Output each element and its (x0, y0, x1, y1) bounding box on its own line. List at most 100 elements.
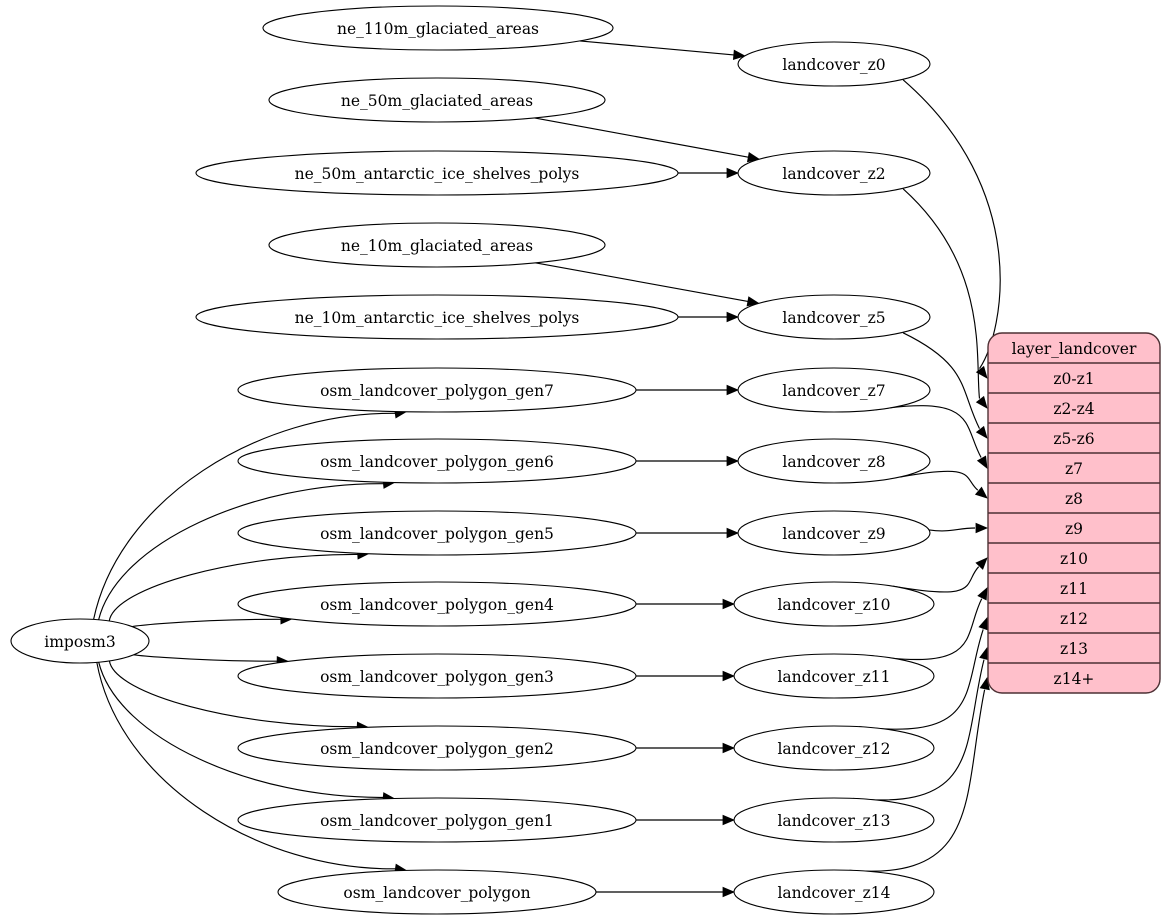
node-shape (733, 653, 935, 699)
graph-node-osm-landcover-polygon-gen4[interactable]: osm_landcover_polygon_gen4 (237, 581, 637, 627)
graph-node-landcover-z7[interactable]: landcover_z7 (737, 367, 931, 413)
edge-arrowhead (977, 587, 988, 601)
node-shape (237, 725, 637, 771)
node-shape (262, 5, 614, 51)
node-label: osm_landcover_polygon_gen7 (320, 382, 554, 400)
graph-node-ne-10m-glaciated-areas[interactable]: ne_10m_glaciated_areas (268, 222, 606, 268)
node-shape (237, 581, 637, 627)
node-shape (733, 581, 935, 627)
graph-node-osm-landcover-polygon-gen7[interactable]: osm_landcover_polygon_gen7 (237, 367, 637, 413)
node-label: landcover_z14 (777, 884, 890, 902)
layer-table-row-label: z14+ (1054, 670, 1095, 688)
edge-arrowhead (975, 365, 988, 379)
node-shape (737, 510, 931, 556)
edge-landcover_z7-to-table-row-3 (873, 405, 982, 458)
node-label: landcover_z7 (782, 382, 885, 400)
graph-node-landcover-z10[interactable]: landcover_z10 (733, 581, 935, 627)
graph-node-landcover-z0[interactable]: landcover_z0 (737, 41, 931, 87)
node-shape (277, 869, 597, 915)
graph-node-ne-50m-antarctic-ice-shelves-polys[interactable]: ne_50m_antarctic_ice_shelves_polys (195, 150, 679, 196)
layer-table-row-label: z0-z1 (1053, 370, 1094, 388)
edge-imposm3-to-osm_landcover_polygon_gen1 (98, 662, 384, 798)
nodes-layer: imposm3 ne_110m_glaciated_areas ne_50m_gla… (10, 5, 935, 915)
graph-node-landcover-z5[interactable]: landcover_z5 (737, 294, 931, 340)
graph-node-osm-landcover-polygon-gen3[interactable]: osm_landcover_polygon_gen3 (237, 653, 637, 699)
graph-node-landcover-z2[interactable]: landcover_z2 (737, 150, 931, 196)
graph-node-osm-landcover-polygon-gen5[interactable]: osm_landcover_polygon_gen5 (237, 510, 637, 556)
graph-node-landcover-z14[interactable]: landcover_z14 (733, 869, 935, 915)
graph-node-osm-landcover-polygon[interactable]: osm_landcover_polygon (277, 869, 597, 915)
graph-node-osm-landcover-polygon-gen6[interactable]: osm_landcover_polygon_gen6 (237, 438, 637, 484)
layer-table-row-label: z13 (1060, 640, 1088, 658)
node-shape (268, 222, 606, 268)
edge-landcover_z11-to-table-row-7 (869, 598, 983, 660)
node-shape (737, 438, 931, 484)
edge-landcover_z8-to-table-row-4 (899, 470, 979, 491)
graph-node-ne-50m-glaciated-areas[interactable]: ne_50m_glaciated_areas (268, 77, 606, 123)
edge-ne_110m_glaciated_areas-to-landcover_z0 (579, 40, 734, 56)
edge-landcover_z2-to-table-row-1 (902, 188, 981, 399)
node-label: osm_landcover_polygon_gen2 (320, 740, 554, 758)
graph-node-imposm3[interactable]: imposm3 (10, 618, 150, 664)
graph-node-ne-110m-glaciated-areas[interactable]: ne_110m_glaciated_areas (262, 5, 614, 51)
graph-node-ne-10m-antarctic-ice-shelves-polys[interactable]: ne_10m_antarctic_ice_shelves_polys (195, 294, 679, 340)
node-label: osm_landcover_polygon_gen5 (320, 525, 554, 543)
node-label: landcover_z10 (777, 596, 890, 614)
node-label: imposm3 (44, 633, 115, 651)
node-label: landcover_z13 (777, 812, 890, 830)
edge-arrowhead (722, 814, 736, 826)
node-shape (237, 797, 637, 843)
edge-arrowhead (722, 742, 736, 754)
edge-imposm3-to-osm_landcover_polygon (96, 662, 396, 870)
graph-node-osm-landcover-polygon-gen2[interactable]: osm_landcover_polygon_gen2 (237, 725, 637, 771)
layer-table-row-label: z7 (1065, 460, 1083, 478)
node-label: osm_landcover_polygon_gen3 (320, 668, 554, 686)
edge-ne_50m_glaciated_areas-to-landcover_z2 (534, 117, 749, 158)
edge-imposm3-to-osm_landcover_polygon_gen4 (129, 618, 281, 629)
layer-table-row-label: z10 (1060, 550, 1088, 568)
node-shape (733, 869, 935, 915)
graph-node-landcover-z12[interactable]: landcover_z12 (733, 725, 935, 771)
node-label: landcover_z9 (782, 525, 885, 543)
edge-arrowhead (726, 311, 740, 323)
node-label: ne_50m_antarctic_ice_shelves_polys (295, 165, 580, 183)
edge-imposm3-to-osm_landcover_polygon_gen5 (108, 553, 358, 622)
node-shape (10, 618, 150, 664)
layer-table-header: layer_landcover (1012, 340, 1137, 358)
layer-table-row-label: z5-z6 (1053, 430, 1094, 448)
layer-table-row-label: z2-z4 (1053, 400, 1094, 418)
graph-node-osm-landcover-polygon-gen1[interactable]: osm_landcover_polygon_gen1 (237, 797, 637, 843)
graph-node-landcover-z11[interactable]: landcover_z11 (733, 653, 935, 699)
node-label: osm_landcover_polygon (343, 884, 530, 902)
node-shape (733, 797, 935, 843)
node-label: osm_landcover_polygon_gen1 (320, 812, 554, 830)
node-shape (737, 367, 931, 413)
edge-arrowhead (975, 557, 988, 570)
layer-table-row-label: z11 (1060, 580, 1088, 598)
edge-imposm3-to-osm_landcover_polygon_gen6 (98, 483, 384, 620)
edge-arrowhead (978, 617, 989, 631)
edge-arrowhead (726, 167, 740, 179)
node-shape (237, 510, 637, 556)
node-label: ne_110m_glaciated_areas (337, 20, 539, 38)
node-shape (237, 367, 637, 413)
node-label: ne_10m_antarctic_ice_shelves_polys (295, 309, 580, 327)
node-shape (195, 150, 679, 196)
edge-ne_10m_glaciated_areas-to-landcover_z5 (535, 262, 749, 302)
edge-landcover_z13-to-table-row-9 (853, 659, 985, 801)
edge-landcover_z10-to-table-row-6 (893, 566, 980, 593)
node-label: ne_10m_glaciated_areas (341, 237, 533, 255)
node-label: landcover_z8 (782, 453, 885, 471)
edge-arrowhead (722, 670, 736, 682)
graph-node-landcover-z13[interactable]: landcover_z13 (733, 797, 935, 843)
layer-landcover-table: layer_landcoverz0-z1z2-z4z5-z6z7z8z9z10z… (987, 332, 1161, 694)
graph-node-landcover-z9[interactable]: landcover_z9 (737, 510, 931, 556)
edge-arrowhead (722, 886, 736, 898)
edge-arrowhead (726, 455, 740, 467)
edge-arrowhead (726, 384, 740, 396)
node-label: landcover_z12 (777, 740, 890, 758)
edge-imposm3-to-osm_landcover_polygon_gen7 (93, 412, 396, 620)
node-shape (737, 150, 931, 196)
graph-node-landcover-z8[interactable]: landcover_z8 (737, 438, 931, 484)
